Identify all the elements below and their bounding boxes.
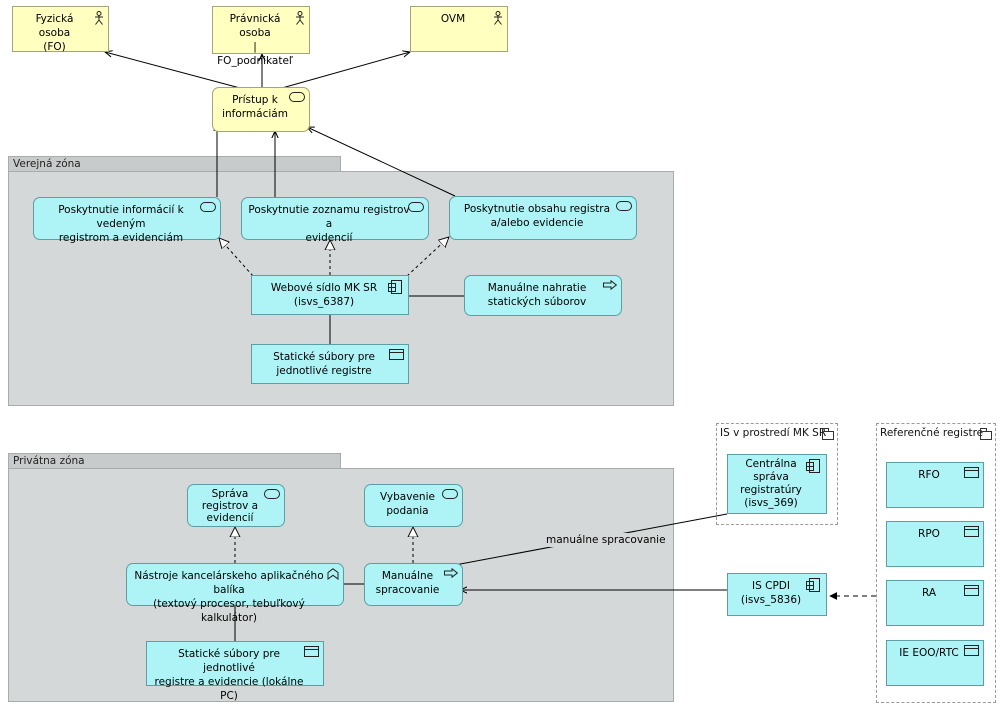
vybavenie-label: Vybavenie podania [380, 491, 435, 517]
nastroje-function[interactable]: Nástroje kancelárskeho aplikačného balík… [126, 563, 344, 624]
private-zone-label: Privátna zóna [13, 455, 85, 467]
manual-upload-label: Manuálne nahratie statických súborov [487, 282, 587, 308]
data-object-icon [304, 646, 319, 657]
sprava-service[interactable]: Správa registrov a evidencií [187, 484, 285, 527]
service-s2-label: Poskytnutie zoznamu registrov a evidenci… [248, 204, 410, 244]
web-component[interactable]: Webové sídlo MK SR (isvs_6387) [251, 275, 409, 315]
edge-pristup-ovm [281, 52, 410, 89]
is-mk-group-label: IS v prostredí MK SR [720, 427, 827, 439]
static-local-label: Statické súbory pre jednotlivé registre … [154, 648, 304, 702]
process-arrow-icon [444, 568, 458, 578]
folder-icon [980, 428, 992, 440]
edge-pristup-fo [105, 52, 241, 89]
service-poskytnutie-zoznamu[interactable]: Poskytnutie zoznamu registrov a evidenci… [241, 197, 429, 244]
ref-rfo[interactable]: RFO [886, 462, 984, 508]
data-object-icon [964, 645, 979, 656]
actor-fo[interactable]: Fyzická osoba (FO) [12, 6, 109, 53]
service-poskytnutie-informacii[interactable]: Poskytnutie informácií k vedeným registr… [33, 197, 221, 244]
ref-group-label: Referenčné registre [880, 427, 984, 439]
service-s1-label: Poskytnutie informácií k vedeným registr… [58, 204, 184, 244]
ref-ra-label: RA [921, 587, 937, 599]
ref-ie[interactable]: IE EOO/RTC [886, 640, 984, 686]
data-object-icon [964, 585, 979, 596]
edge-label-manual: manuálne spracovanie [546, 534, 666, 546]
service-icon [289, 92, 305, 102]
private-zone-tab: Privátna zóna [8, 453, 341, 469]
vybavenie-service[interactable]: Vybavenie podania [364, 484, 463, 527]
function-chevron-icon [327, 568, 339, 580]
manualne-process[interactable]: Manuálne spracovanie [364, 563, 463, 606]
pristup-service[interactable]: Prístup k informáciám [212, 87, 310, 132]
actor-icon [95, 11, 103, 25]
ref-ra[interactable]: RA [886, 580, 984, 626]
actor-po-label: Právnická osoba | FO_podnikateľ [217, 13, 293, 67]
csr-component[interactable]: Centrálna správa registratúry (isvs_369) [727, 454, 827, 514]
edge-web-s1 [219, 238, 254, 277]
data-object-icon [964, 526, 979, 537]
service-poskytnutie-obsahu[interactable]: Poskytnutie obsahu registra a/alebo evid… [449, 196, 637, 240]
static-files-data[interactable]: Statické súbory pre jednotlivé registre [251, 344, 409, 384]
manual-upload-process[interactable]: Manuálne nahratie statických súborov [464, 275, 622, 316]
actor-fo-label: Fyzická osoba (FO) [35, 13, 74, 53]
service-icon [200, 202, 216, 212]
public-zone-tab: Verejná zóna [8, 156, 341, 172]
folder-icon [822, 428, 834, 440]
actor-icon [494, 11, 502, 25]
service-icon [408, 202, 424, 212]
static-files-label: Statické súbory pre jednotlivé registre [273, 351, 375, 377]
component-icon [388, 280, 402, 294]
component-icon [806, 459, 820, 473]
cpdi-label: IS CPDI (isvs_5836) [740, 580, 802, 606]
ref-group [876, 423, 996, 703]
static-local-data[interactable]: Statické súbory pre jednotlivé registre … [146, 641, 324, 702]
cpdi-component[interactable]: IS CPDI (isvs_5836) [727, 573, 827, 616]
service-icon [264, 489, 280, 499]
process-arrow-icon [603, 280, 617, 290]
actor-po[interactable]: Právnická osoba | FO_podnikateľ [212, 6, 310, 67]
sprava-label: Správa registrov a evidencií [201, 488, 259, 524]
pristup-label: Prístup k informáciám [222, 94, 288, 120]
service-icon [442, 489, 458, 499]
data-object-icon [964, 467, 979, 478]
edge-web-s3 [406, 237, 449, 277]
csr-label: Centrálna správa registratúry (isvs_369) [740, 458, 802, 509]
is-mk-group [716, 423, 838, 525]
nastroje-label: Nástroje kancelárskeho aplikačného balík… [134, 570, 324, 624]
edge-s3-pristup [307, 127, 456, 197]
ref-ie-label: IE EOO/RTC [899, 647, 959, 659]
ref-rpo-label: RPO [918, 528, 940, 540]
service-s3-label: Poskytnutie obsahu registra a/alebo evid… [463, 203, 611, 229]
actor-icon [296, 11, 304, 25]
actor-ovm[interactable]: OVM [410, 6, 508, 52]
web-label: Webové sídlo MK SR (isvs_6387) [270, 282, 378, 308]
ref-rfo-label: RFO [918, 469, 940, 481]
public-zone-label: Verejná zóna [13, 158, 81, 170]
component-icon [806, 578, 820, 592]
actor-ovm-label: OVM [440, 13, 466, 25]
data-object-icon [389, 349, 404, 360]
service-icon [616, 201, 632, 211]
manualne-label: Manuálne spracovanie [375, 570, 440, 596]
ref-rpo[interactable]: RPO [886, 521, 984, 567]
